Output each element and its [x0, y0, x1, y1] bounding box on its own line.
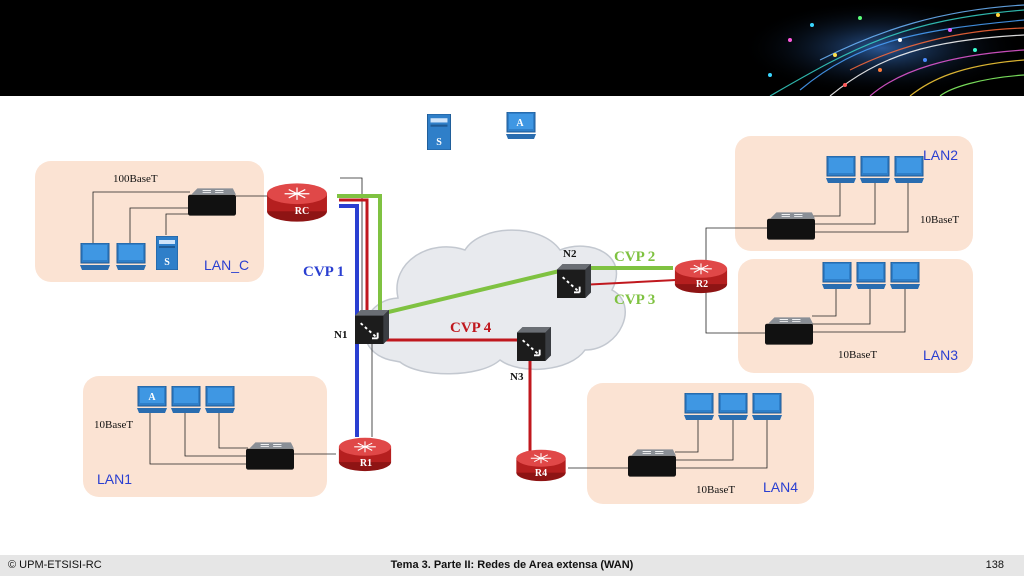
lan1-pc-3: [205, 386, 235, 414]
legend-server-letter: S: [436, 137, 442, 148]
fiber-optic-image: [740, 0, 1024, 96]
page-number: 138: [985, 559, 1004, 571]
lan4-cable-label: 10BaseT: [696, 484, 735, 496]
lan-c-cable-label: 100BaseT: [113, 173, 158, 185]
cvp2-label: CVP 2: [614, 249, 655, 265]
network-diagram: S A S A RC R1 R2 R4 N1 N2 N3 CVP 1 CVP 2…: [35, 112, 973, 504]
lan2-name: LAN2: [923, 147, 958, 163]
lan3-switch: [765, 316, 813, 346]
lan1-pc-2: [171, 386, 201, 414]
lan1-switch: [246, 441, 294, 471]
switch-node-n3: [517, 327, 551, 361]
node-n1-label: N1: [334, 329, 347, 341]
lan4-switch: [628, 448, 676, 478]
lan1-admin-letter: A: [148, 392, 156, 403]
lan2-pc-2: [860, 156, 890, 184]
footer-bar: © UPM-ETSISI-RC Tema 3. Parte II: Redes …: [0, 555, 1024, 576]
lan2-pc-3: [894, 156, 924, 184]
router-rc-label: RC: [295, 206, 309, 217]
node-n2-label: N2: [563, 248, 577, 260]
lan3-name: LAN3: [923, 347, 958, 363]
router-r4-label: R4: [535, 468, 547, 479]
lan2-pc-1: [826, 156, 856, 184]
switch-node-n1: [355, 310, 389, 344]
router-r1-label: R1: [360, 458, 372, 469]
lan4-pc-3: [752, 393, 782, 421]
lan1-cable-label: 10BaseT: [94, 419, 133, 431]
lan2-switch: [767, 211, 815, 241]
lan1-name: LAN1: [97, 471, 132, 487]
lan3-cable-label: 10BaseT: [838, 349, 877, 361]
cvp4-path: [339, 198, 536, 453]
lan4-name: LAN4: [763, 479, 798, 495]
cvp1-path: [339, 204, 359, 437]
cvp3-path: [579, 279, 677, 286]
lan3-pc-2: [856, 262, 886, 290]
lan-c-name: LAN_C: [204, 257, 249, 273]
lan3-pc-3: [890, 262, 920, 290]
cvp4-label: CVP 4: [450, 320, 492, 336]
lan-c-pc-2: [116, 243, 146, 271]
header-banner: [0, 0, 1024, 96]
switch-node-n2: [557, 264, 591, 298]
lan-c-server-letter: S: [164, 257, 170, 268]
cvp3-label: CVP 3: [614, 292, 655, 308]
lan2-cable-label: 10BaseT: [920, 214, 959, 226]
footer-copyright: © UPM-ETSISI-RC: [8, 559, 102, 571]
lan4-pc-2: [718, 393, 748, 421]
lan-c-switch: [188, 187, 236, 217]
wan-cloud: [363, 229, 626, 375]
lan4-pc-1: [684, 393, 714, 421]
legend-admin-letter: A: [516, 118, 524, 129]
node-n3-label: N3: [510, 371, 524, 383]
footer-title: Tema 3. Parte II: Redes de Area extensa …: [390, 559, 634, 571]
lan-c-pc-1: [80, 243, 110, 271]
cvp1-green-segment: [337, 194, 382, 314]
router-r2-label: R2: [696, 279, 708, 290]
cvp1-label: CVP 1: [303, 264, 344, 280]
lan3-pc-1: [822, 262, 852, 290]
